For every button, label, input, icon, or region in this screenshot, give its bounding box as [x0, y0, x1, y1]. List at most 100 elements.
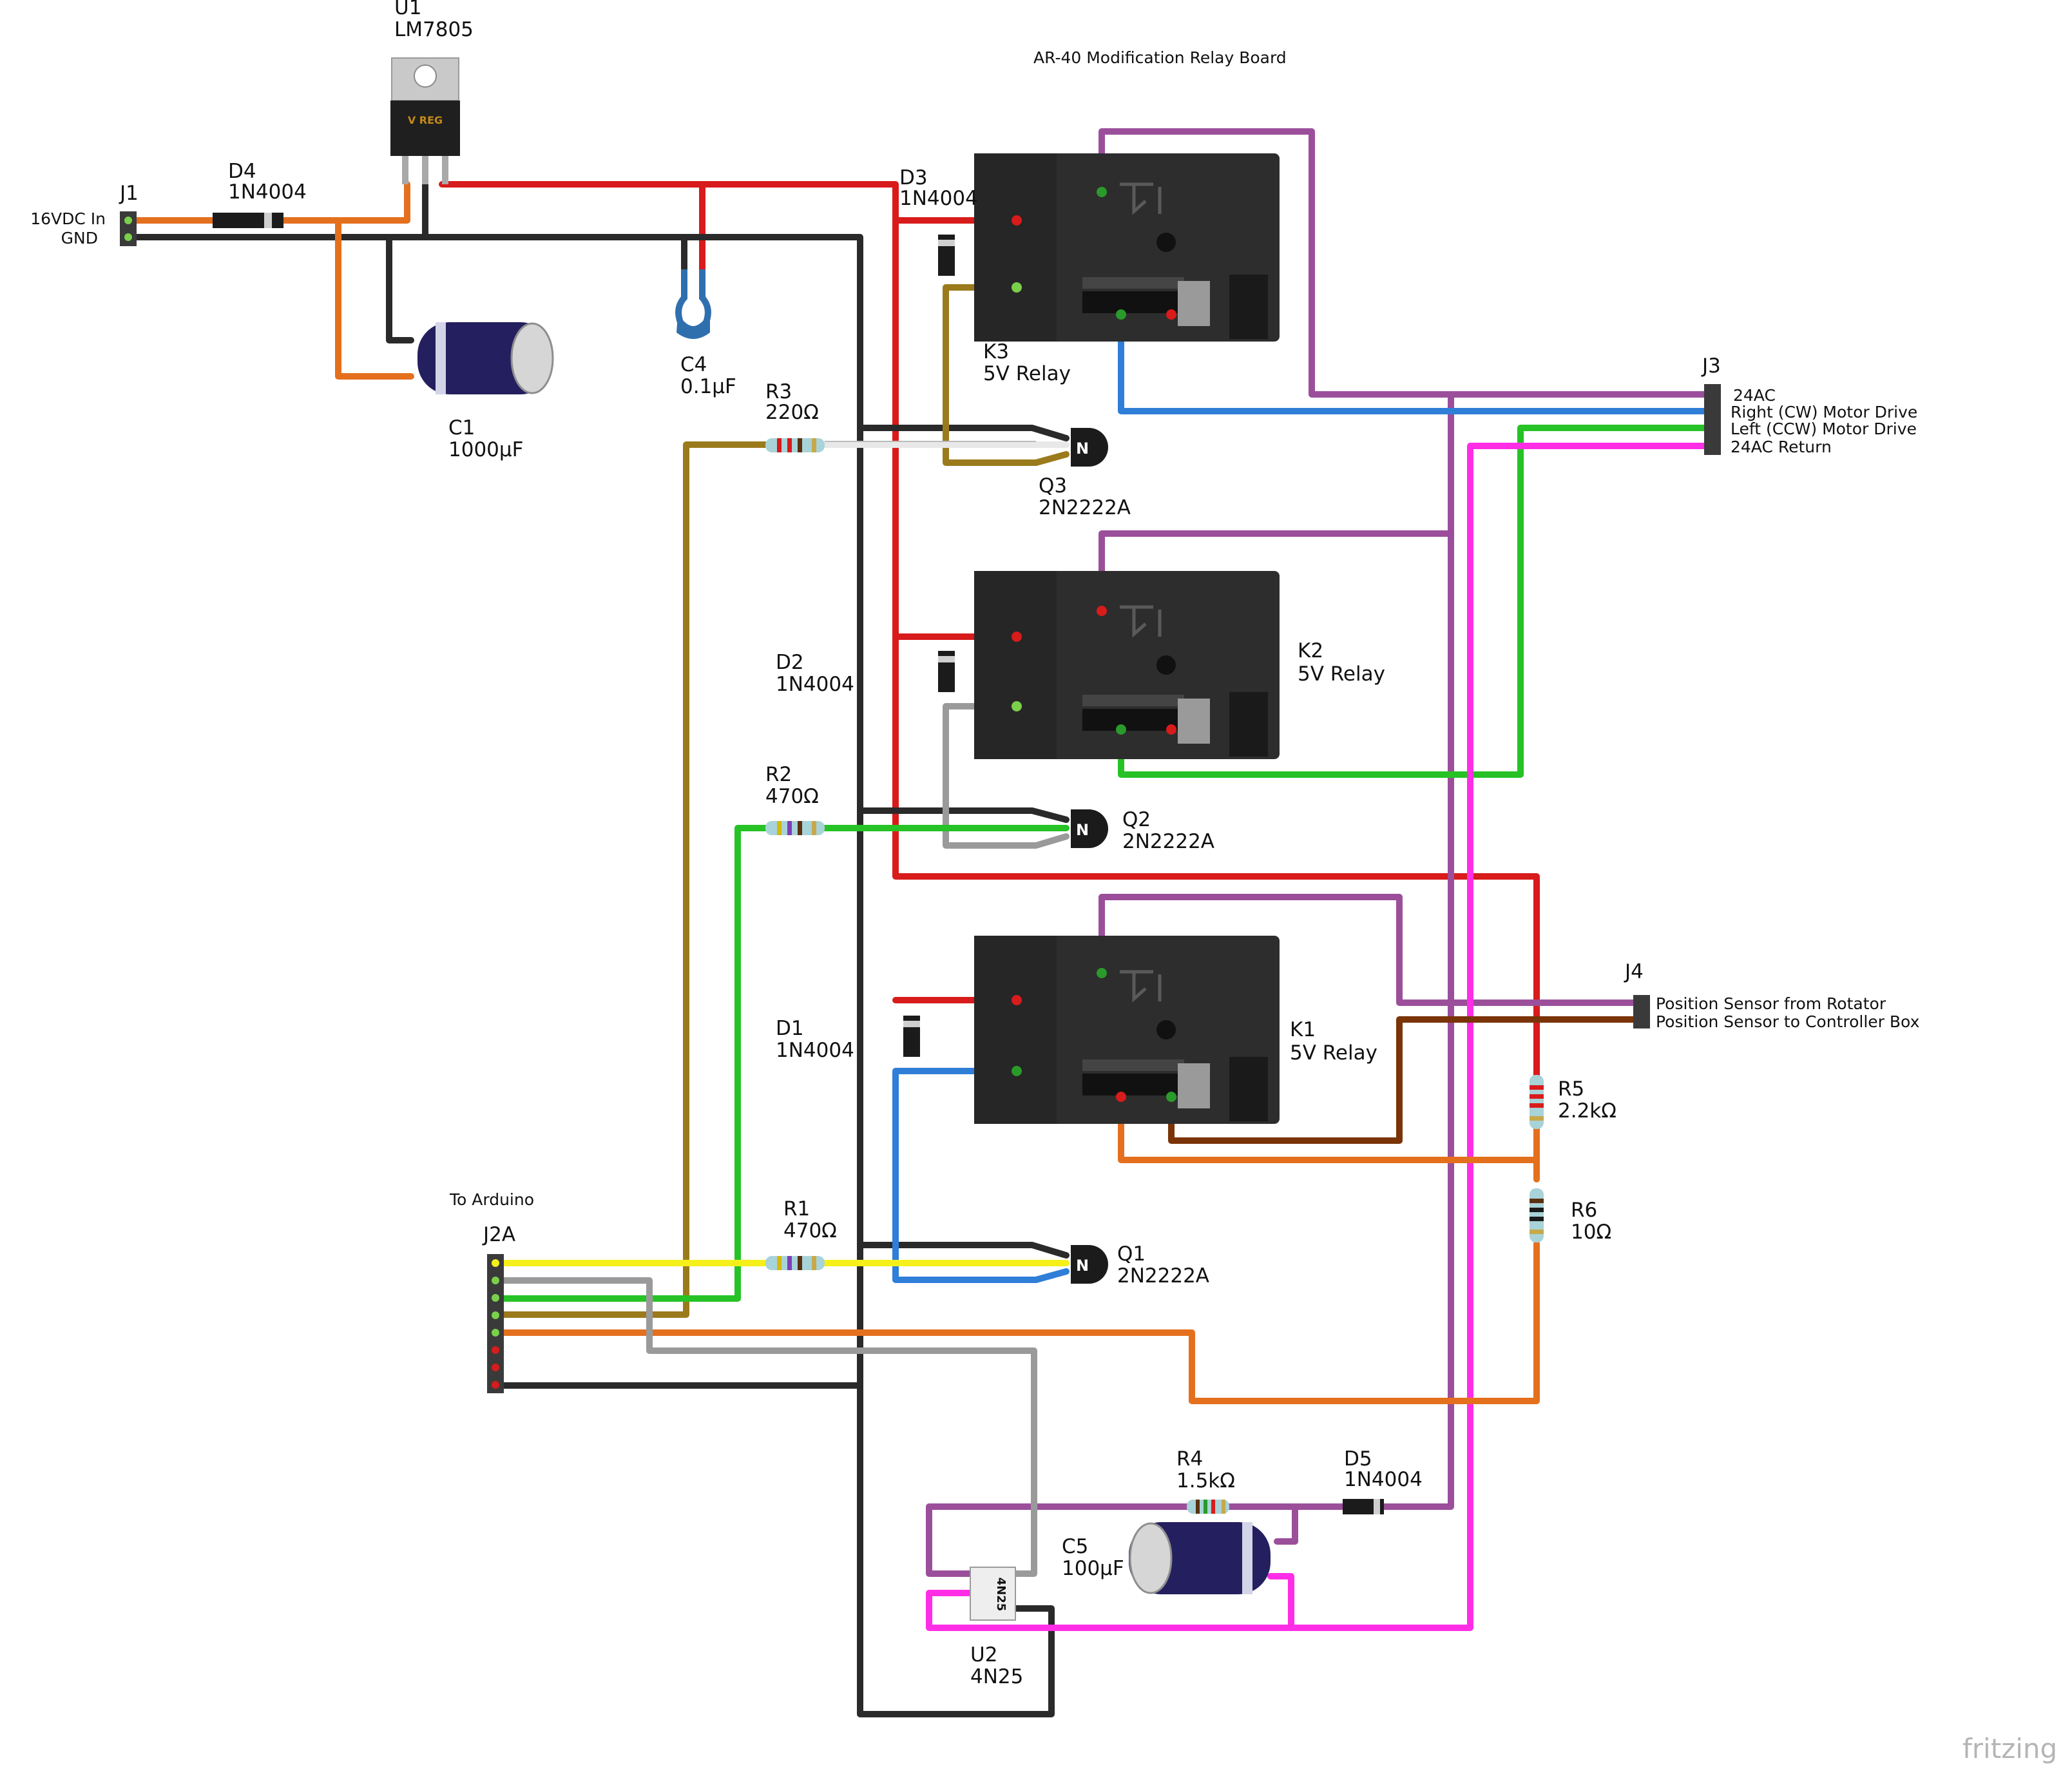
wire-arduino-u2[interactable]	[493, 1277, 1037, 1577]
wire-24ac-bus[interactable]	[1381, 391, 1454, 1510]
junction-dots	[1012, 187, 1176, 1102]
wire-gnd-q3[interactable]	[857, 425, 1070, 441]
r5-ref: R5	[1558, 1077, 1584, 1101]
q2-ref: Q2	[1122, 808, 1151, 831]
diode-d2[interactable]	[938, 651, 955, 692]
optocoupler-u2[interactable]: 4N25	[970, 1567, 1016, 1621]
wire-vin-reg[interactable]	[280, 181, 410, 224]
r1-ref: R1	[783, 1197, 810, 1221]
c1-value: 1000µF	[448, 438, 523, 461]
optocoupler-body-text: 4N25	[994, 1578, 1008, 1612]
wire-c5-return[interactable]	[1267, 1573, 1294, 1631]
j4-ref: J4	[1624, 960, 1644, 983]
board-title: AR-40 Modification Relay Board	[1033, 48, 1287, 67]
u2-ref: U2	[970, 1643, 997, 1666]
j3-pin-1: 24AC	[1733, 386, 1776, 405]
q2-value: 2N2222A	[1122, 830, 1214, 853]
wire-r4-u2[interactable]	[926, 1503, 1190, 1577]
d4-value: 1N4004	[228, 180, 307, 204]
capacitor-c1[interactable]	[417, 322, 554, 394]
u2-value: 4N25	[970, 1665, 1023, 1688]
q3-ref: Q3	[1039, 474, 1067, 497]
k2-value: 5V Relay	[1298, 662, 1385, 686]
resistor-r4[interactable]	[1187, 1500, 1229, 1514]
wire-cw-drive[interactable]	[1118, 311, 1716, 414]
relay-logo-icon	[1120, 605, 1162, 638]
transistor-q2[interactable]: N	[1071, 809, 1108, 848]
connector-j4[interactable]	[1633, 995, 1650, 1028]
relay-k2[interactable]	[974, 571, 1280, 759]
diode-d5[interactable]	[1343, 1499, 1384, 1514]
j3-pin-2: Right (CW) Motor Drive	[1731, 403, 1917, 421]
k3-value: 5V Relay	[983, 362, 1071, 385]
wire-k3-coil[interactable]	[943, 284, 1070, 466]
wire-5v-rail[interactable]	[439, 181, 1540, 1078]
q1-value: 2N2222A	[1117, 1264, 1209, 1288]
resistor-r6[interactable]	[1530, 1188, 1544, 1242]
r3-ref: R3	[765, 380, 792, 403]
diode-d1[interactable]	[903, 1016, 920, 1057]
relay-k1[interactable]	[974, 936, 1280, 1124]
transistor-marking: N	[1076, 821, 1089, 839]
r4-ref: R4	[1176, 1447, 1203, 1471]
resistor-r1[interactable]	[765, 1256, 825, 1270]
j1-pin-2: GND	[61, 229, 98, 247]
wire-24ac-return[interactable]	[926, 443, 1716, 1631]
capacitor-c4[interactable]	[675, 269, 711, 339]
wire-r4-c5[interactable]	[1274, 1503, 1298, 1545]
wires	[124, 128, 1716, 1717]
j4-pin-2: Position Sensor to Controller Box	[1656, 1012, 1919, 1031]
transistor-q3[interactable]: N	[1071, 428, 1108, 467]
wire-arduino-r2[interactable]	[493, 825, 769, 1302]
regulator-u1[interactable]: V REG	[390, 57, 460, 184]
relay-logo-icon	[1120, 182, 1162, 215]
transistor-q1[interactable]: N	[1071, 1245, 1108, 1284]
d2-ref: D2	[776, 651, 804, 674]
r6-value: 10Ω	[1571, 1221, 1611, 1244]
connector-j3[interactable]	[1704, 384, 1721, 455]
j2a-caption: To Arduino	[449, 1190, 534, 1209]
transistor-marking: N	[1076, 439, 1089, 458]
r3-value: 220Ω	[765, 401, 819, 424]
wire-gnd-c1[interactable]	[386, 234, 414, 343]
k1-ref: K1	[1290, 1018, 1316, 1041]
c5-value: 100µF	[1062, 1557, 1124, 1580]
j4-pin-1: Position Sensor from Rotator	[1656, 994, 1886, 1013]
u1-value: LM7805	[394, 18, 474, 41]
wire-j4-sensor-in[interactable]	[1098, 894, 1645, 1006]
wire-j4-sensor-out[interactable]	[1168, 1016, 1645, 1144]
k3-ref: K3	[983, 340, 1009, 363]
relay-k3[interactable]	[974, 153, 1280, 342]
capacitor-c5[interactable]	[1129, 1522, 1271, 1594]
d4-ref: D4	[228, 160, 256, 183]
k1-value: 5V Relay	[1290, 1041, 1377, 1065]
r2-ref: R2	[765, 763, 792, 786]
d3-value: 1N4004	[899, 187, 978, 210]
d1-value: 1N4004	[776, 1039, 854, 1062]
j3-pin-4: 24AC Return	[1731, 438, 1832, 456]
wire-divider-arduino[interactable]	[493, 1241, 1540, 1404]
wire-gnd-main[interactable]	[124, 234, 1055, 1717]
wire-arduino-r3[interactable]	[493, 441, 769, 1318]
wire-k1-coil[interactable]	[892, 1068, 1070, 1283]
q1-ref: Q1	[1117, 1242, 1146, 1266]
resistor-r3[interactable]	[765, 438, 825, 452]
connector-j2a[interactable]	[487, 1254, 504, 1393]
resistor-r2[interactable]	[765, 821, 825, 835]
diode-d3[interactable]	[938, 235, 955, 276]
resistor-r5[interactable]	[1530, 1075, 1544, 1129]
wire-gnd-q2[interactable]	[857, 807, 1070, 823]
wire-ccw-drive[interactable]	[1118, 425, 1716, 778]
wire-24ac[interactable]	[1098, 128, 1716, 398]
connector-j1[interactable]	[120, 211, 137, 246]
d5-ref: D5	[1344, 1447, 1372, 1471]
wire-gnd-q1[interactable]	[857, 1242, 1070, 1259]
d2-value: 1N4004	[776, 673, 854, 696]
c4-ref: C4	[680, 353, 707, 376]
d5-value: 1N4004	[1344, 1468, 1423, 1491]
diode-d4[interactable]	[213, 213, 283, 228]
q3-value: 2N2222A	[1039, 496, 1131, 519]
wire-vin-c1[interactable]	[335, 217, 414, 380]
wire-k2-coil[interactable]	[943, 703, 1070, 849]
